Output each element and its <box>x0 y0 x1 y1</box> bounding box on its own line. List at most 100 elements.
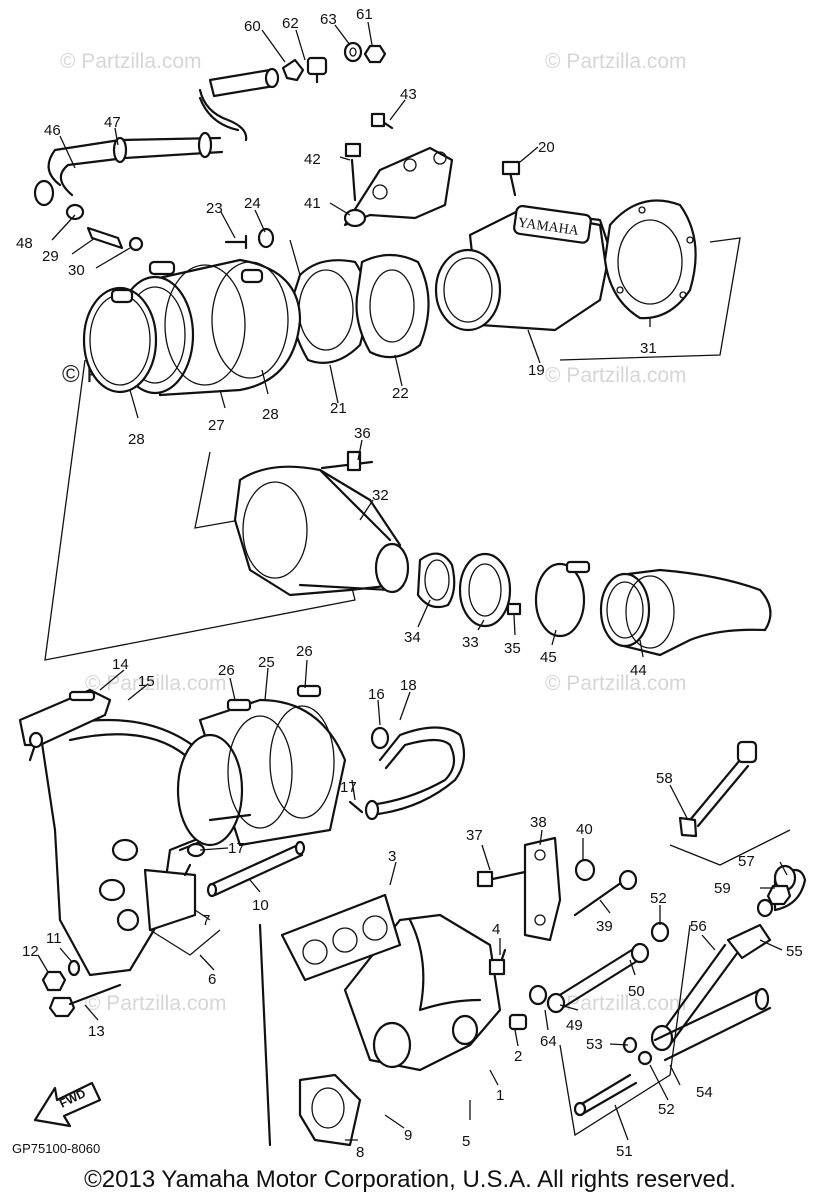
callout-label: 59 <box>714 880 731 897</box>
callouts: 60 62 63 61 43 42 20 41 46 47 48 29 30 2… <box>16 6 803 1161</box>
watermark-8: © Partzilla.com <box>545 992 687 1015</box>
watermark-4: © Partzilla.com <box>545 364 687 387</box>
callout-label: 22 <box>392 385 409 402</box>
callout-label: 47 <box>104 114 121 131</box>
callout-label: 11 <box>46 930 62 947</box>
top-hardware <box>208 41 387 98</box>
exhaust-chamber-32 <box>233 450 410 597</box>
callout-label: 24 <box>244 195 261 212</box>
watermark-5: © Partzilla.com <box>85 672 227 695</box>
callout-label: 40 <box>576 821 593 838</box>
callout-label: 31 <box>640 340 657 357</box>
gaskets-33-34 <box>416 552 522 628</box>
joint-pipe-27-28 <box>82 258 302 397</box>
callout-label: 44 <box>630 662 647 679</box>
callout-label: 20 <box>538 139 555 156</box>
callout-label: 9 <box>404 1127 412 1144</box>
watermark-2: © Partzilla.com <box>545 50 687 73</box>
callout-label: 48 <box>16 235 33 252</box>
hardware-lower-left <box>41 842 221 1018</box>
callout-label: 35 <box>504 640 521 657</box>
callout-label: 56 <box>690 918 707 935</box>
callout-label: 39 <box>596 918 613 935</box>
callout-leaders <box>37 21 788 1141</box>
bracket-38-39 <box>476 836 638 976</box>
callout-label: 53 <box>586 1036 603 1053</box>
callout-label: 34 <box>404 629 421 646</box>
callout-label: 2 <box>514 1048 522 1065</box>
callout-label: 50 <box>628 983 645 1000</box>
callout-label: 7 <box>202 912 210 929</box>
callout-label: 17 <box>340 779 357 796</box>
callout-label: 32 <box>372 487 389 504</box>
gasket-31 <box>603 199 697 320</box>
callout-label: 14 <box>112 656 129 673</box>
callout-label: 13 <box>88 1023 105 1040</box>
callout-label: 8 <box>356 1144 364 1161</box>
callout-label: 23 <box>206 200 223 217</box>
callout-label: 26 <box>218 662 235 679</box>
callout-label: 57 <box>738 853 755 870</box>
callout-label: 30 <box>68 262 85 279</box>
callout-label: 10 <box>252 897 269 914</box>
exhaust-manifold-1 <box>258 893 502 1147</box>
callout-label: 52 <box>650 890 667 907</box>
watermark-6: © Partzilla.com <box>545 672 687 695</box>
callout-label: 28 <box>128 431 145 448</box>
callout-label: 49 <box>566 1017 583 1034</box>
callout-label: 3 <box>388 848 396 865</box>
gaskets-21-22 <box>290 253 430 364</box>
callout-label: 60 <box>244 18 261 35</box>
sender-57-58-59 <box>669 740 807 918</box>
callout-label: 45 <box>540 649 557 666</box>
callout-label: 19 <box>528 362 545 379</box>
watermark-7: © Partzilla.com <box>85 992 227 1015</box>
callout-label: 46 <box>44 122 61 139</box>
muffler-19: YAMAHA <box>434 204 612 332</box>
callout-label: 61 <box>356 6 373 23</box>
callout-label: 5 <box>462 1133 470 1150</box>
callout-label: 27 <box>208 417 225 434</box>
diagram-code: GP75100-8060 <box>12 1141 101 1156</box>
callout-label: 21 <box>330 400 347 417</box>
joint-hose-25-26 <box>176 684 347 847</box>
callout-label: 36 <box>354 425 371 442</box>
callout-label: 42 <box>304 151 321 168</box>
bracket-41 <box>343 112 521 228</box>
callout-label: 55 <box>786 943 803 960</box>
callout-label: 16 <box>368 686 385 703</box>
callout-label: 63 <box>320 11 337 28</box>
fittings-51-52-53-54 <box>559 924 772 1137</box>
callout-label: 58 <box>656 770 673 787</box>
callout-label: 18 <box>400 677 417 694</box>
watermark-1: © Partzilla.com <box>60 50 202 73</box>
callout-label: 52 <box>658 1101 675 1118</box>
callout-label: 29 <box>42 248 59 265</box>
callout-label: 25 <box>258 654 275 671</box>
clamp-45-hose-44 <box>534 560 772 657</box>
breather-hose-46-47 <box>33 88 248 207</box>
callout-label: 17 <box>228 840 245 857</box>
water-lock-6-14 <box>18 688 222 977</box>
callout-label: 38 <box>530 814 547 831</box>
hose-55-56 <box>650 923 772 1052</box>
callout-label: 41 <box>304 195 321 212</box>
callout-label: 51 <box>616 1143 633 1160</box>
copyright-notice: ©2013 Yamaha Motor Corporation, U.S.A. A… <box>84 1166 736 1193</box>
pipes-49-50 <box>508 921 670 1031</box>
callout-label: 6 <box>208 971 216 988</box>
callout-label: 15 <box>138 673 155 690</box>
callout-label: 62 <box>282 15 299 32</box>
stud-bolt-10 <box>206 840 306 898</box>
small-fittings-29-30-48 <box>65 203 275 252</box>
callout-label: 33 <box>462 634 479 651</box>
callout-label: 37 <box>466 827 483 844</box>
callout-label: 1 <box>496 1087 504 1104</box>
callout-label: 54 <box>696 1084 713 1101</box>
callout-label: 64 <box>540 1033 557 1050</box>
callout-label: 28 <box>262 406 279 423</box>
callout-label: 12 <box>22 943 39 960</box>
callout-label: 4 <box>492 921 500 938</box>
fwd-arrow: FWD <box>33 1081 102 1128</box>
